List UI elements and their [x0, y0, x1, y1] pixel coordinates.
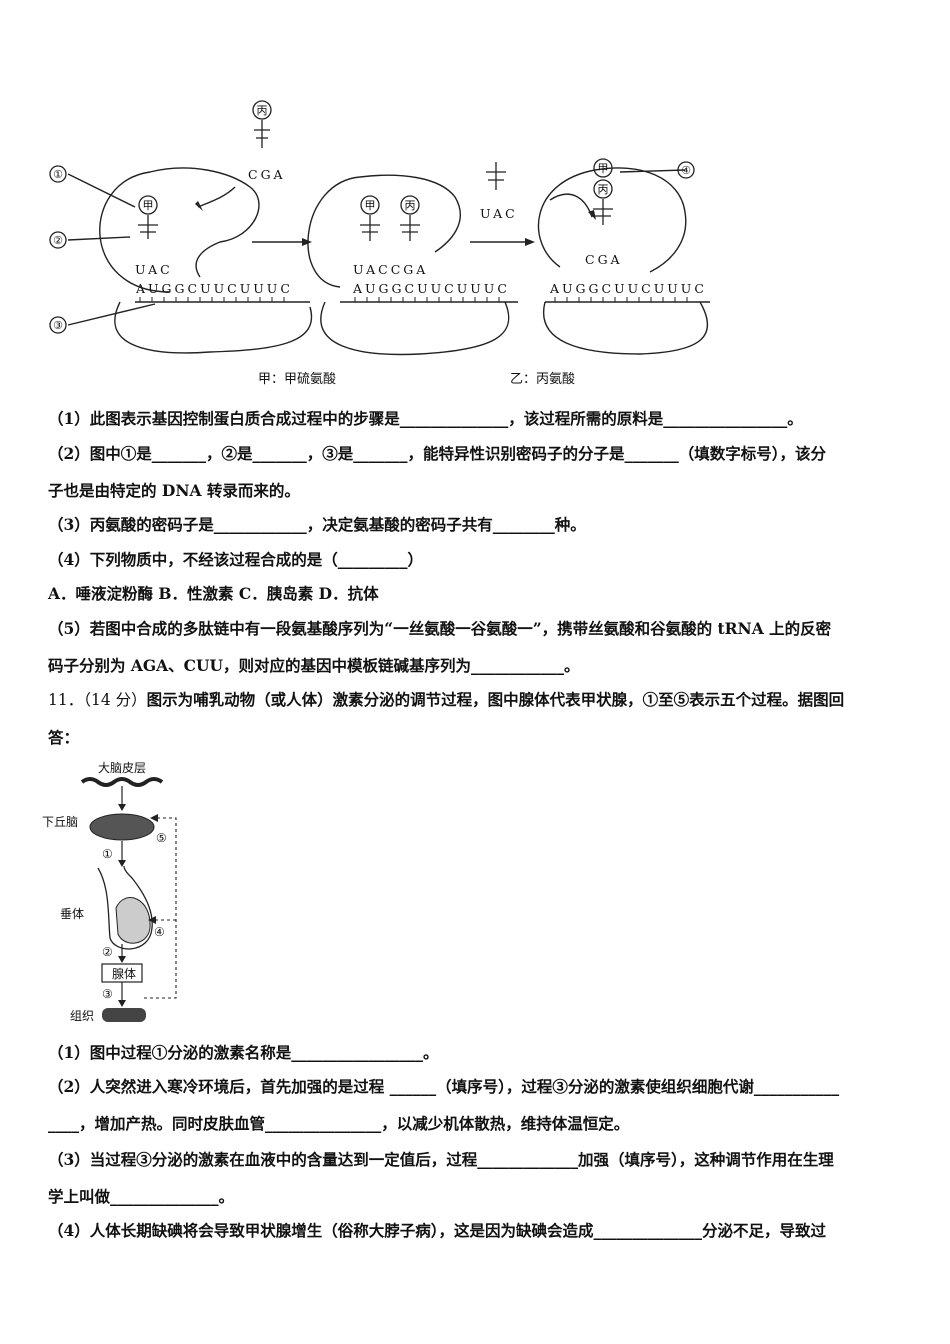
q10-options: A．唾液淀粉酶 B．性激素 C．胰岛素 D．抗体: [48, 584, 379, 603]
stage3-leaving: UAC: [480, 206, 518, 221]
q10-part5a: （5）若图中合成的多肽链中有一段氨基酸序列为“一丝氨酸一谷氨酸一”，携带丝氨酸和…: [48, 619, 832, 638]
q11-header-text: 图示为哺乳动物（或人体）激素分泌的调节过程，图中腺体代表甲状腺，①至⑤表示五个过…: [146, 690, 845, 709]
q10-part1: （1）此图表示基因控制蛋白质合成过程中的步骤是______________，该过…: [48, 409, 803, 428]
label-jia-3: 甲: [598, 162, 609, 175]
label-bing-2: 丙: [405, 199, 416, 212]
q11-part2a: （2）人突然进入寒冷环境后，首先加强的是过程 ______（填序号），过程③分泌…: [48, 1077, 840, 1096]
stage2-anticodons: UACCGA: [353, 262, 428, 277]
num-5: ⑤: [156, 831, 167, 845]
stage3-anticodon: CGA: [585, 252, 623, 267]
stage1-mrna: AUGGCUUCUUUC: [135, 281, 293, 296]
translation-diagram: 丙 甲 甲 丙 甲 丙 ① ② ③ ④ CGA UAC AUGGCUUCUUUC…: [49, 100, 710, 387]
q11-header: 11．（14 分）图示为哺乳动物（或人体）激素分泌的调节过程，图中腺体代表甲状腺…: [48, 689, 844, 711]
num-4: ④: [154, 925, 165, 939]
label-c2: ②: [53, 234, 63, 247]
num-3: ③: [102, 987, 113, 1001]
gland-label: 腺体: [112, 967, 136, 981]
label-jia-1: 甲: [143, 199, 154, 212]
cortex-label: 大脑皮层: [98, 761, 146, 775]
q11-header-b: 答：: [48, 728, 80, 747]
q10-part3: （3）丙氨酸的密码子是____________，决定氨基酸的密码子共有_____…: [48, 515, 586, 534]
q10-part2a: （2）图中①是_______，②是_______，③是_______，能特异性识…: [48, 444, 827, 463]
q11-number: 11．（14 分）: [48, 691, 147, 709]
q10-part5b: 码子分别为 AGA、CUU，则对应的基因中模板链碱基序列为___________…: [48, 656, 580, 675]
stage3-mrna: AUGGCUUCUUUC: [549, 281, 707, 296]
hormone-regulation-diagram: 大脑皮层 下丘脑 垂体 腺体 组织 ① ② ③ ④ ⑤: [42, 761, 177, 1023]
num-1: ①: [102, 847, 113, 861]
q11-part4: （4）人体长期缺碘将会导致甲状腺增生（俗称大脖子病），这是因为缺碘会造成____…: [48, 1221, 827, 1240]
q11-part3b: 学上叫做______________。: [48, 1187, 235, 1206]
stage2-mrna: AUGGCUUCUUUC: [352, 281, 510, 296]
pituitary-label: 垂体: [60, 907, 84, 921]
hypothalamus-label: 下丘脑: [42, 815, 78, 829]
caption-jia: 甲：甲硫氨酸: [258, 372, 336, 387]
caption-yi: 乙：丙氨酸: [510, 372, 575, 387]
stage1-anticodon: UAC: [135, 262, 173, 277]
q11-part2b: ____，增加产热。同时皮肤血管_______________，以减少机体散热，…: [48, 1114, 630, 1133]
q11-part3a: （3）当过程③分泌的激素在血液中的含量达到一定值后，过程____________…: [48, 1150, 834, 1169]
label-bing-1: 丙: [257, 104, 268, 117]
label-bing-3: 丙: [598, 183, 609, 196]
label-c4: ④: [681, 164, 691, 177]
incoming-codon: CGA: [248, 167, 286, 182]
label-c3: ③: [53, 319, 63, 332]
label-c1: ①: [53, 168, 63, 181]
q10-part2b: 子也是由特定的 DNA 转录而来的。: [48, 481, 300, 500]
tissue-label: 组织: [70, 1009, 94, 1023]
label-jia-2: 甲: [365, 199, 376, 212]
num-2: ②: [102, 945, 113, 959]
q11-part1: （1）图中过程①分泌的激素名称是_________________。: [48, 1043, 439, 1062]
q10-part4: （4）下列物质中，不经该过程合成的是（_________）: [48, 550, 424, 569]
